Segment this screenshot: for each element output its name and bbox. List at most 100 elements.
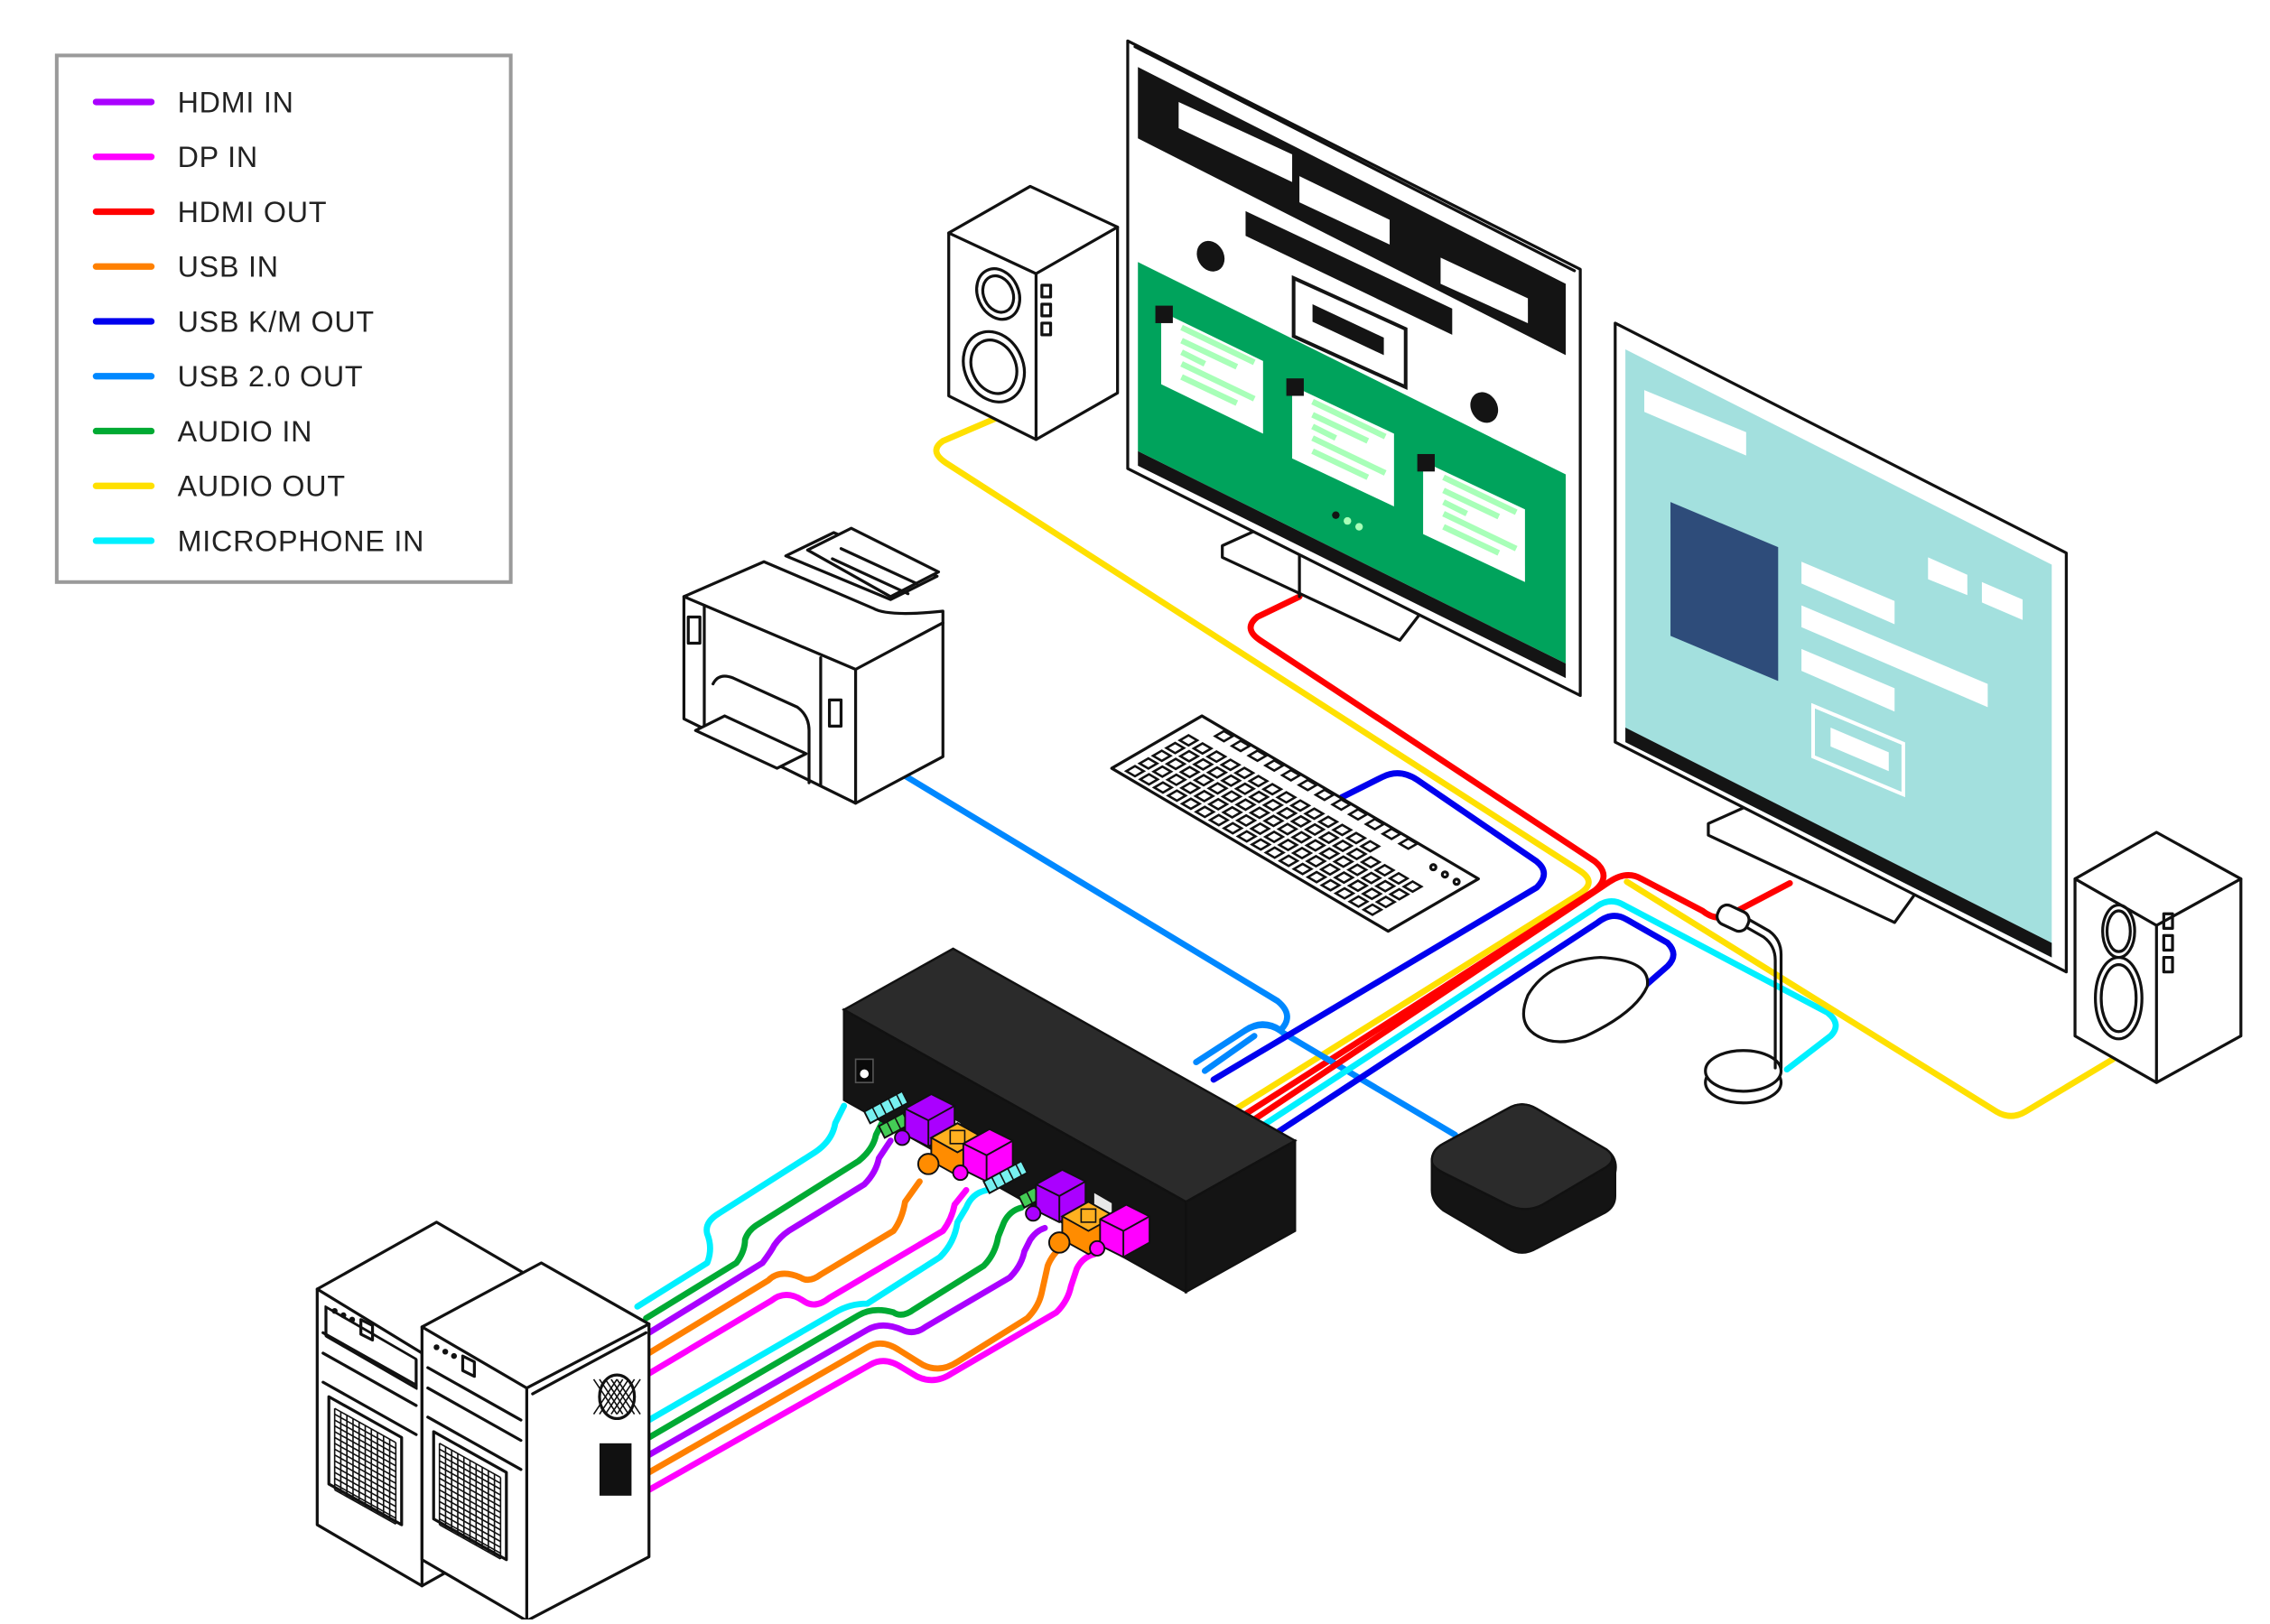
- keyboard-key: [1234, 813, 1258, 828]
- keyboard-key: [1263, 846, 1286, 859]
- monitor-2: [1614, 321, 2068, 974]
- legend-label: HDMI OUT: [178, 196, 328, 228]
- dp-plug-2: [1089, 1203, 1151, 1258]
- keyboard-key: [1219, 758, 1242, 772]
- computer-2-side-fan: [592, 1373, 641, 1496]
- legend-label: USB 2.0 OUT: [178, 360, 364, 393]
- computer-2: [420, 1261, 651, 1623]
- legend-item-audio-out: AUDIO OUT: [92, 470, 346, 503]
- legend-item-usb-km-out: USB K/M OUT: [92, 305, 375, 338]
- monitor-1-card: [1417, 453, 1525, 582]
- keyboard-key: [1250, 838, 1272, 851]
- legend-item-usb-in: USB IN: [92, 251, 278, 283]
- keyboard-key: [1347, 895, 1370, 908]
- monitor-1: [1126, 39, 1582, 698]
- legend-label: MICROPHONE IN: [178, 524, 425, 557]
- cable-pc1-usb: [646, 1178, 923, 1357]
- keyboard-key: [1330, 798, 1353, 812]
- mic-jack-1: [862, 1090, 909, 1125]
- legend-label: HDMI IN: [178, 86, 294, 118]
- cable-usb20-second: [1201, 1033, 1258, 1074]
- keyboard-key: [1346, 807, 1370, 821]
- legend-label: DP IN: [178, 141, 258, 173]
- keyboard-key: [1333, 886, 1356, 900]
- cable-pc2-dp: [646, 1250, 1098, 1493]
- keyboard-key: [1192, 774, 1215, 787]
- keyboard-key: [1177, 749, 1201, 763]
- keyboard-key: [1166, 789, 1188, 803]
- cable-usb-km-keyboard: [1210, 770, 1548, 1083]
- keyboard-key: [1290, 846, 1314, 860]
- monitor-1-card: [1155, 305, 1263, 434]
- mouse: [1521, 955, 1650, 1044]
- keyboard-key: [1194, 805, 1216, 819]
- cable-audio-out-right-speaker: [1623, 878, 2116, 1119]
- keyboard-key: [1346, 863, 1369, 877]
- keyboard-key: [1206, 782, 1229, 795]
- keyboard-key: [1178, 766, 1201, 779]
- keyboard-key: [1279, 768, 1302, 782]
- computer-2-front-panel: [426, 1344, 523, 1562]
- keyboard-keys: [1123, 729, 1424, 916]
- cable-pc2-audio: [646, 1204, 1025, 1441]
- keyboard-key: [1276, 806, 1298, 821]
- keyboard-key: [1262, 814, 1285, 828]
- keyboard-key: [1247, 775, 1270, 788]
- legend-item-dp-in: DP IN: [92, 141, 258, 173]
- keyboard-key: [1220, 790, 1243, 803]
- keyboard-key: [1331, 839, 1354, 853]
- usb-icon: [949, 1129, 966, 1145]
- keyboard-key: [1304, 839, 1327, 852]
- keyboard-key: [1345, 847, 1368, 861]
- keyboard-key: [1262, 758, 1286, 773]
- microphone: [1704, 903, 1783, 1105]
- keyboard-key: [1359, 855, 1382, 869]
- legend-label: AUDIO OUT: [178, 470, 346, 503]
- keyboard-key: [1305, 854, 1327, 868]
- keyboard-key: [1206, 797, 1230, 812]
- keyboard-key: [1331, 823, 1354, 837]
- legend-label: USB K/M OUT: [178, 305, 375, 338]
- keyboard-key: [1207, 813, 1231, 827]
- legend-item-mic-in: MICROPHONE IN: [92, 524, 425, 557]
- keyboard-key: [1249, 821, 1271, 836]
- legend-item-usb20-out: USB 2.0 OUT: [92, 360, 364, 393]
- keyboard-key: [1262, 830, 1286, 844]
- usb-icon: [1080, 1208, 1097, 1223]
- legend-label: AUDIO IN: [178, 415, 313, 448]
- legend-item-hdmi-out: HDMI OUT: [92, 196, 328, 228]
- keyboard-key: [1401, 879, 1424, 894]
- cable-pc2-hdmi: [646, 1224, 1048, 1459]
- keyboard-key: [1303, 822, 1326, 837]
- keyboard-key: [1277, 854, 1300, 868]
- keyboard-key: [1305, 870, 1328, 884]
- cable-pc1-hdmi: [646, 1137, 894, 1336]
- keyboard-key: [1397, 837, 1419, 850]
- keyboard-key: [1193, 789, 1215, 803]
- keyboard-key: [1290, 831, 1313, 844]
- keyboard-key: [1374, 896, 1398, 909]
- keyboard-key: [1221, 805, 1243, 820]
- keyboard-key: [1246, 749, 1269, 763]
- usb-hub: [1430, 1103, 1617, 1254]
- keyboard-key: [1275, 791, 1298, 804]
- keyboard-key: [1151, 765, 1174, 778]
- keyboard-key: [1248, 790, 1270, 803]
- keyboard-key: [1388, 887, 1410, 901]
- monitor-1-card: [1286, 378, 1394, 506]
- keyboard-key: [1191, 742, 1214, 756]
- right-speaker: [2073, 831, 2243, 1084]
- keyboard-key: [1387, 871, 1410, 886]
- legend-item-hdmi-in: HDMI IN: [92, 86, 294, 118]
- computer-1-front-panel: [321, 1307, 418, 1527]
- keyboard-key: [1165, 773, 1187, 786]
- mic-jack-2: [982, 1159, 1029, 1194]
- keyboard-key: [1318, 847, 1341, 860]
- keyboard-key: [1373, 863, 1396, 877]
- keyboard-key: [1234, 798, 1257, 812]
- keyboard-key: [1222, 821, 1244, 835]
- cable-pc2-usb: [646, 1242, 1069, 1476]
- keyboard-key: [1248, 806, 1271, 820]
